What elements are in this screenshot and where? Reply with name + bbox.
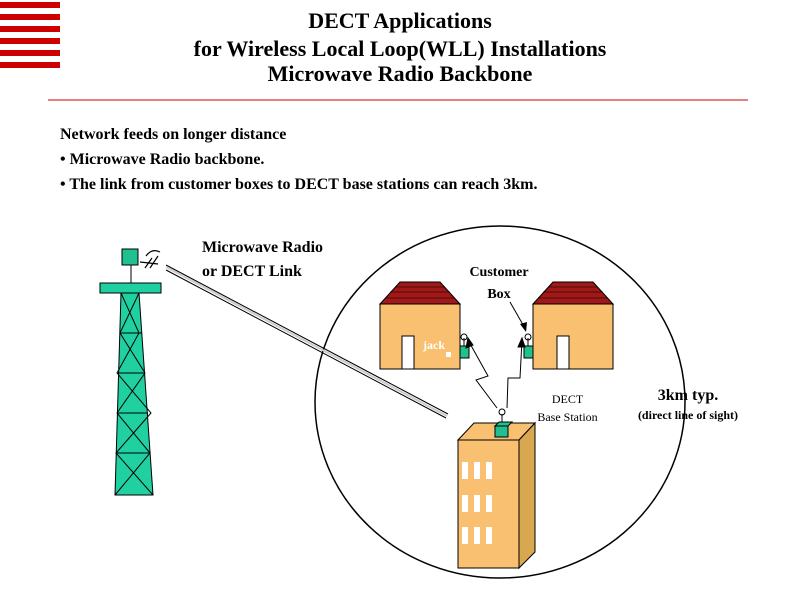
dect-label-line-1: DECT — [551, 392, 584, 406]
range-label: 3km typ. (direct line of sight) — [618, 386, 758, 424]
radio-link-left — [465, 336, 498, 409]
bullet-item-1: • Microwave Radio backbone. — [60, 147, 538, 172]
page-title-line-2: for Wireless Local Loop(WLL) Installatio… — [193, 36, 607, 61]
customer-box-label-line-2: Box — [487, 287, 511, 302]
range-label-sub: (direct line of sight) — [637, 408, 739, 422]
jack-label: jack — [423, 338, 445, 352]
content-text: Network feeds on longer distance • Micro… — [60, 122, 538, 197]
radio-tower — [99, 248, 162, 496]
customer-house-right — [523, 281, 615, 370]
link-label: Microwave Radio or DECT Link — [202, 236, 323, 284]
link-label-line-1: Microwave Radio — [202, 239, 324, 256]
radio-link-right — [506, 336, 526, 409]
bullet-item-2: • The link from customer boxes to DECT b… — [60, 172, 538, 197]
bullet-text: The link from customer boxes to DECT bas… — [69, 176, 538, 193]
customer-house-left — [378, 281, 470, 370]
dish-antenna-icon — [139, 250, 161, 269]
bullet-marker: • — [60, 176, 66, 193]
range-label-main: 3km typ. — [657, 387, 719, 404]
link-label-line-2: or DECT Link — [202, 263, 302, 280]
customer-box-label-line-1: Customer — [469, 265, 529, 280]
coverage-circle — [314, 225, 686, 579]
bullet-text: Microwave Radio backbone. — [69, 151, 265, 168]
dect-label-line-2: Base Station — [537, 410, 598, 424]
page-title-line-3: Microwave Radio Backbone — [267, 61, 533, 86]
microwave-link — [165, 264, 449, 419]
customer-box-label: Customer Box — [454, 262, 544, 306]
base-station-building — [456, 408, 537, 570]
red-stripes-logo — [0, 2, 60, 68]
content-heading: Network feeds on longer distance — [60, 126, 287, 143]
customer-box-arrow — [509, 301, 527, 332]
bullet-marker: • — [60, 151, 66, 168]
dect-base-station-label: DECT Base Station — [520, 390, 615, 426]
page-title-line-1: DECT Applications — [308, 8, 492, 33]
